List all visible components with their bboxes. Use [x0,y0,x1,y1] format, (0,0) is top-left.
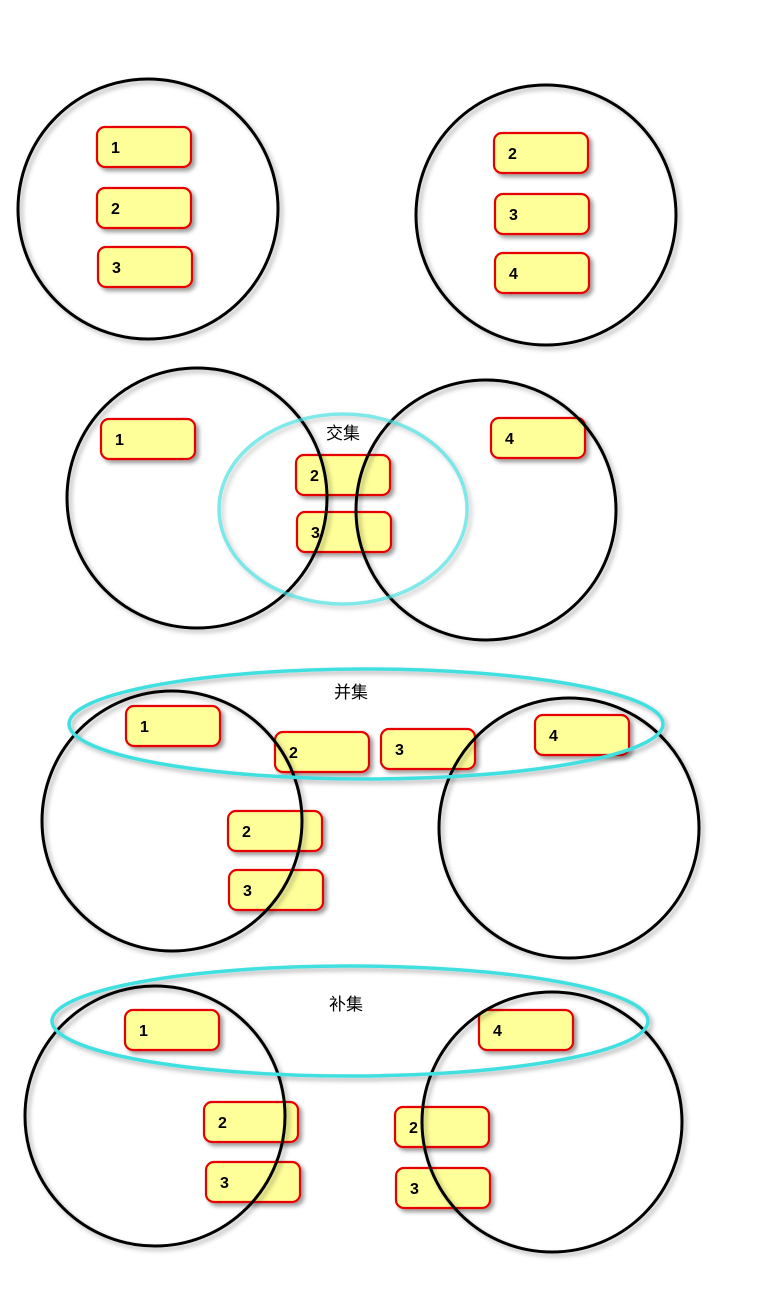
set-a-only-item-label: 1 [115,432,124,449]
item-box-background [492,131,590,175]
set-b-only-item-label: 4 [505,431,514,448]
union-highlighted-item-box: 2 [273,730,371,774]
set-b-only-item-box: 4 [489,416,587,460]
set-b-remaining-item-box: 3 [394,1166,492,1210]
set-b-item-label: 2 [508,146,517,163]
set-a-remaining-item-label: 3 [243,883,252,900]
union-highlighted-item-label: 2 [289,745,298,762]
set-b-circle [437,696,701,960]
complement-highlight-ellipse [50,964,650,1078]
set-b-remaining-item-label: 2 [409,1120,418,1137]
intersection-highlight-ellipse [217,412,469,606]
item-box-background [95,186,193,230]
complement-highlighted-item-label: 1 [139,1023,148,1040]
common-item-label: 2 [310,468,319,485]
set-a-item-box: 2 [95,186,193,230]
set-a-remaining-item-box: 2 [226,809,324,853]
section-intersection: 1 2 3 4 交集 [65,366,618,642]
set-a-item-box: 3 [96,245,194,289]
common-item-box: 2 [294,453,392,497]
item-box-background [493,192,591,236]
common-item-label: 3 [311,525,320,542]
set-b-remaining-item-box: 2 [393,1105,491,1149]
section-union: 1 2 3 4 2 3 并集 [40,667,701,960]
item-box-background [227,868,325,912]
set-a-remaining-item-box: 3 [227,868,325,912]
set-a-circle [16,77,280,341]
union-highlighted-item-label: 1 [140,719,149,736]
item-box-background [294,453,392,497]
common-item-box: 3 [295,510,393,554]
item-box-background [533,713,631,757]
set-a-circle [23,984,287,1248]
item-box-background [123,1008,221,1052]
complement-label: 补集 [329,995,363,1015]
union-highlighted-item-label: 3 [395,742,404,759]
set-a-remaining-item-label: 2 [242,824,251,841]
union-highlighted-item-box: 4 [533,713,631,757]
union-highlighted-item-box: 1 [124,704,222,748]
item-box-background [273,730,371,774]
set-a-remaining-item-box: 3 [204,1160,302,1204]
complement-highlighted-item-box: 4 [477,1008,575,1052]
item-box-background [489,416,587,460]
item-box-background [96,245,194,289]
item-box-background [95,125,193,169]
item-box-background [379,727,477,771]
set-b-circle [420,990,684,1254]
union-label: 并集 [334,683,368,703]
set-a-item-label: 3 [112,260,121,277]
set-b-circle [354,378,618,642]
complement-highlighted-item-box: 1 [123,1008,221,1052]
item-box-background [394,1166,492,1210]
set-a-circle [65,366,329,630]
set-b-item-box: 4 [493,251,591,295]
item-box-background [393,1105,491,1149]
item-box-background [124,704,222,748]
set-a-item-label: 1 [111,140,120,157]
item-box-background [226,809,324,853]
item-box-background [99,417,197,461]
set-b-circle [414,83,678,347]
set-b-item-label: 4 [509,266,518,283]
set-a-circle [40,689,304,953]
set-b-item-label: 3 [509,207,518,224]
union-highlight-ellipse [67,667,665,781]
set-b-remaining-item-label: 3 [410,1181,419,1198]
set-a-remaining-item-label: 2 [218,1115,227,1132]
union-highlighted-item-box: 3 [379,727,477,771]
item-box-background [493,251,591,295]
intersection-label: 交集 [326,424,360,444]
item-box-background [477,1008,575,1052]
set-a-item-label: 2 [111,201,120,218]
section-complement: 1 4 2 3 2 3 补集 [23,964,684,1254]
set-a-only-item-box: 1 [99,417,197,461]
union-highlighted-item-label: 4 [549,728,558,745]
set-a-remaining-item-label: 3 [220,1175,229,1192]
section-original-sets: 1 2 3 2 3 4 [16,77,678,347]
set-a-item-box: 1 [95,125,193,169]
set-b-item-box: 3 [493,192,591,236]
set-a-remaining-item-box: 2 [202,1100,300,1144]
complement-highlighted-item-label: 4 [493,1023,502,1040]
set-b-item-box: 2 [492,131,590,175]
item-box-background [202,1100,300,1144]
